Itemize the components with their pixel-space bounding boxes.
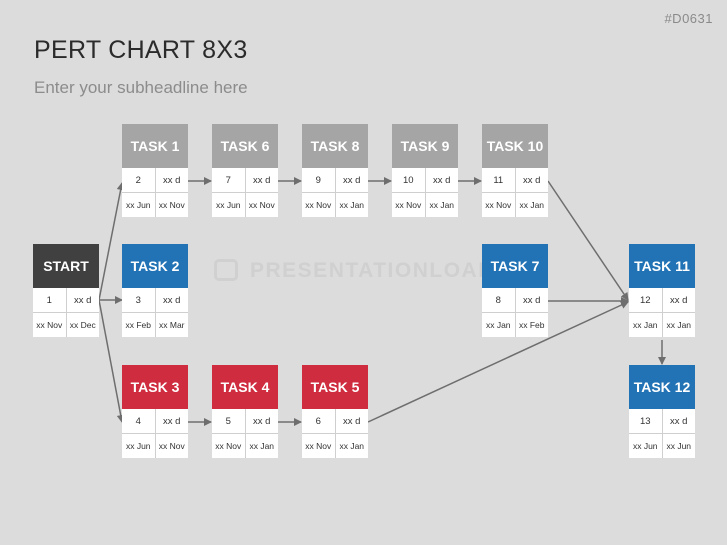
page-subtitle: Enter your subheadline here [34, 78, 248, 97]
task-number: 3 [135, 294, 141, 306]
task-start: xx Nov [305, 440, 332, 451]
task-duration: xx d [514, 288, 549, 312]
task-duration: xx d [244, 168, 279, 192]
task-end: xx Dec [65, 313, 100, 337]
arrow-task10-task11 [547, 180, 629, 301]
task-end: xx Jan [424, 193, 459, 217]
task-start: xx Nov [485, 199, 512, 210]
task-end: xx Jun [661, 434, 696, 458]
task-duration: xx d [661, 409, 696, 433]
task-title: TASK 5 [302, 365, 368, 409]
slide-code: #D0631 [664, 11, 713, 26]
task-end: xx Mar [154, 313, 189, 337]
task-number: 2 [135, 174, 141, 186]
task-title: TASK 1 [122, 124, 188, 168]
task-title: TASK 9 [392, 124, 458, 168]
task-end: xx Nov [154, 434, 189, 458]
task-duration: xx d [154, 288, 189, 312]
task-end: xx Feb [514, 313, 549, 337]
task-end: xx Jan [334, 193, 369, 217]
task-end: xx Jan [244, 434, 279, 458]
task-duration: xx d [154, 168, 189, 192]
task-title: TASK 8 [302, 124, 368, 168]
task-start: xx Nov [305, 199, 332, 210]
task-start: xx Jun [632, 440, 658, 451]
watermark-text: PRESENTATIONLOAD [250, 259, 495, 282]
task-duration: xx d [334, 168, 369, 192]
task-duration: xx d [154, 409, 189, 433]
task-start: xx Jan [485, 319, 511, 330]
task-number: 13 [639, 415, 651, 427]
task-number: 1 [46, 294, 52, 306]
task-title: TASK 12 [629, 365, 695, 409]
task-number: 11 [493, 174, 504, 186]
task-title: START [33, 244, 99, 288]
task-end: xx Nov [244, 193, 279, 217]
task-start: xx Nov [395, 199, 422, 210]
task-duration: xx d [424, 168, 459, 192]
task-title: TASK 4 [212, 365, 278, 409]
task-title: TASK 7 [482, 244, 548, 288]
task-number: 9 [315, 174, 321, 186]
task-title: TASK 11 [629, 244, 695, 288]
arrow-start-task1 [98, 182, 125, 301]
task-duration: xx d [661, 288, 696, 312]
task-end: xx Jan [661, 313, 696, 337]
arrow-task5-task11 [367, 301, 629, 423]
page-title: PERT CHART 8X3 [34, 36, 248, 64]
task-title: TASK 6 [212, 124, 278, 168]
task-number: 6 [315, 415, 321, 427]
task-end: xx Jan [334, 434, 369, 458]
task-start: xx Feb [125, 319, 151, 330]
task-end: xx Jan [514, 193, 549, 217]
task-number: 10 [402, 174, 414, 186]
arrow-start-task3 [98, 299, 125, 423]
task-number: 4 [135, 415, 141, 427]
task-start: xx Jun [125, 440, 151, 451]
task-start: xx Nov [215, 440, 242, 451]
task-end: xx Nov [154, 193, 189, 217]
task-title: TASK 10 [482, 124, 548, 168]
watermark-logo-icon [214, 259, 238, 281]
task-duration: xx d [334, 409, 369, 433]
task-title: TASK 2 [122, 244, 188, 288]
task-number: 12 [639, 294, 651, 306]
task-number: 5 [225, 415, 231, 427]
task-start: xx Jan [632, 319, 658, 330]
task-duration: xx d [514, 168, 549, 192]
task-start: xx Nov [36, 319, 63, 330]
task-number: 8 [495, 294, 501, 306]
task-start: xx Jun [125, 199, 151, 210]
task-duration: xx d [65, 288, 100, 312]
task-duration: xx d [244, 409, 279, 433]
task-title: TASK 3 [122, 365, 188, 409]
task-start: xx Jun [215, 199, 241, 210]
task-number: 7 [225, 174, 231, 186]
